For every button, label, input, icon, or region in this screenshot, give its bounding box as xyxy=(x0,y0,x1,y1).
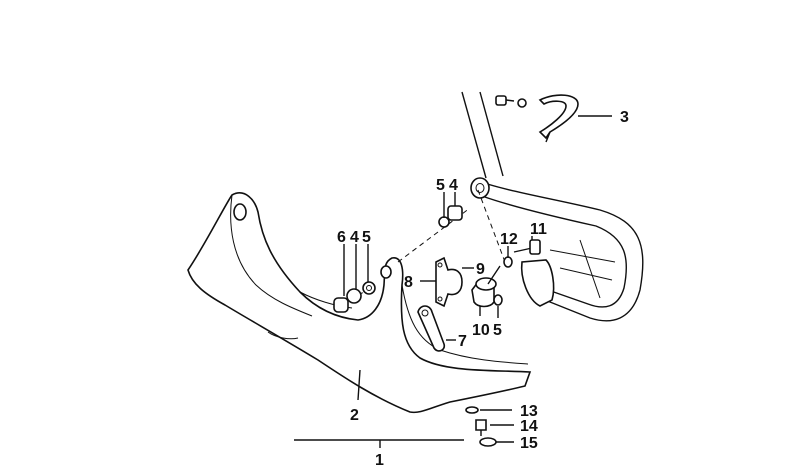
callout-1: 1 xyxy=(375,452,384,469)
spacer-upper xyxy=(438,205,463,228)
callout-2: 2 xyxy=(350,407,359,424)
callout-7: 7 xyxy=(458,333,467,350)
callout-9: 9 xyxy=(476,261,485,278)
mounting-strap xyxy=(417,305,446,352)
callout-10: 10 xyxy=(472,322,490,339)
callout-12: 12 xyxy=(500,231,518,248)
callout-5-left: 5 xyxy=(362,229,371,246)
callout-labels: 1 2 3 4 4 5 5 5 6 7 8 9 10 11 12 13 14 1… xyxy=(337,109,629,469)
frame-tube xyxy=(461,91,644,322)
callout-11: 11 xyxy=(530,221,547,238)
callout-5-right: 5 xyxy=(493,322,502,339)
bottom-fasteners xyxy=(465,406,497,447)
callout-6: 6 xyxy=(337,229,346,246)
callout-4-upper: 4 xyxy=(449,177,458,194)
callout-8: 8 xyxy=(404,274,413,291)
bolt-assembly xyxy=(487,239,555,307)
callout-15: 15 xyxy=(520,435,538,452)
callout-5-upper: 5 xyxy=(436,177,445,194)
callout-3: 3 xyxy=(620,109,629,126)
rubber-buffer-left xyxy=(333,281,376,313)
leader-lines xyxy=(294,115,612,448)
callout-4-left: 4 xyxy=(350,229,359,246)
callout-14: 14 xyxy=(520,418,538,435)
callout-13: 13 xyxy=(520,403,538,420)
rubber-bush xyxy=(471,277,497,308)
hose-clip xyxy=(495,94,579,143)
lower-cover-shell xyxy=(187,192,532,414)
clamp-bracket xyxy=(435,256,463,308)
